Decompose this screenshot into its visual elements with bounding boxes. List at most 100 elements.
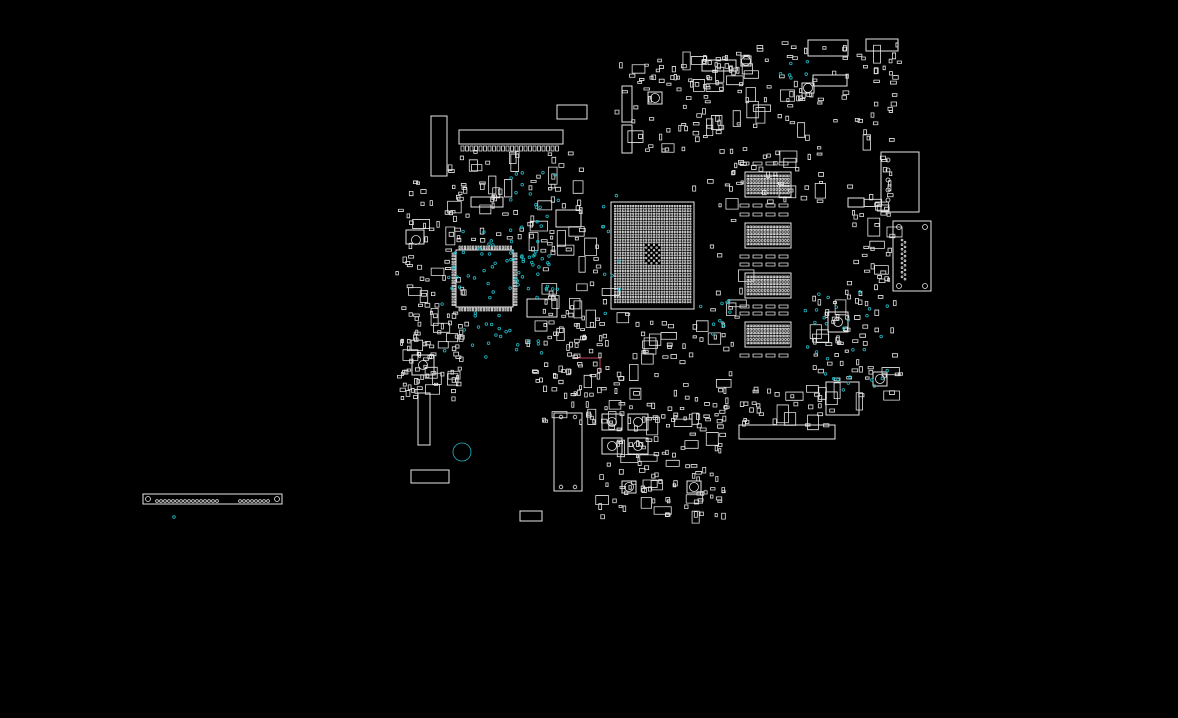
via [527, 340, 530, 343]
secondary-ic[interactable] [452, 246, 517, 311]
round-pad [690, 483, 699, 492]
smd-part [817, 147, 820, 149]
bga-ball [677, 263, 678, 264]
smd-part [571, 393, 576, 395]
bga-ball [625, 229, 626, 230]
smd-part [454, 352, 459, 356]
smd-part [623, 506, 626, 511]
right-connector-lower[interactable] [893, 221, 931, 291]
via [512, 258, 515, 261]
smd-part [464, 188, 467, 194]
smd-part [425, 385, 439, 394]
bottom-connector[interactable] [554, 413, 582, 491]
mem-ball [782, 279, 784, 281]
via [515, 173, 518, 176]
ribbon-pin [192, 500, 195, 503]
bga-ball [622, 211, 623, 212]
memory-chip[interactable] [745, 322, 791, 347]
smd-components[interactable] [396, 39, 903, 523]
round-pad [651, 94, 660, 103]
bga-ball [638, 244, 639, 245]
bga-ball [672, 216, 673, 217]
bga-ball [648, 239, 649, 240]
bga-ball [646, 224, 647, 225]
smd-part [446, 227, 455, 245]
main-soc-bga[interactable] [611, 202, 694, 309]
top-connector[interactable] [459, 130, 563, 151]
memory-chip[interactable] [745, 273, 791, 298]
mem-ball [788, 233, 790, 235]
mem-ball [785, 332, 787, 334]
mem-ball [770, 335, 772, 337]
bga-ball [640, 218, 641, 219]
smd-part [843, 327, 847, 331]
bga-ball [677, 224, 678, 225]
smd-part [890, 172, 892, 176]
via [556, 288, 559, 291]
smd-part [568, 152, 573, 155]
via [881, 377, 884, 380]
smd-part [720, 149, 724, 153]
mem-ball [785, 286, 787, 288]
bga-ball [687, 252, 688, 253]
qfp-pin [502, 246, 503, 249]
bga-ball [635, 257, 636, 258]
smd-part [651, 321, 653, 324]
smd-part [424, 223, 426, 228]
bga-ball [627, 247, 628, 248]
smd-part [609, 425, 615, 429]
smd-part [784, 413, 795, 426]
mem-ball [750, 335, 752, 337]
bga-ball [630, 294, 631, 295]
smd-part [874, 68, 877, 73]
left-vertical-connector[interactable] [431, 116, 447, 176]
bga-ball [690, 255, 691, 256]
bga-ball [679, 231, 680, 232]
bga-ball [687, 234, 688, 235]
bga-ball [653, 216, 654, 217]
bga-ball [677, 257, 678, 258]
mem-cap [753, 263, 762, 266]
smd-part [602, 288, 619, 295]
bga-ball [635, 276, 636, 277]
bga-ball [664, 237, 665, 238]
bga-ball [643, 229, 644, 230]
smd-part [606, 366, 609, 369]
qfp-pin [464, 246, 465, 249]
smd-part [597, 344, 602, 346]
mem-ball [759, 233, 761, 235]
ribbon-connector[interactable] [143, 494, 282, 504]
mem-ball [762, 325, 764, 327]
right-connector-upper[interactable] [881, 152, 919, 212]
mem-ball [779, 332, 781, 334]
smd-part [852, 211, 854, 216]
bga-ball [653, 289, 654, 290]
bga-ball [685, 221, 686, 222]
mem-ball [756, 182, 758, 184]
mem-ball [776, 335, 778, 337]
bga-ball [648, 276, 649, 277]
bga-ball [635, 283, 636, 284]
bga-ball [659, 244, 660, 245]
memory-chip[interactable] [745, 223, 791, 248]
mem-cap [753, 204, 762, 207]
smd-part [685, 505, 688, 509]
smd-part [569, 298, 580, 308]
bga-ball [661, 242, 662, 243]
bga-ball [651, 205, 652, 206]
smd-part [415, 368, 419, 371]
via [516, 280, 519, 283]
bga-ball [679, 302, 680, 303]
mem-ball [764, 182, 766, 184]
connector-pin [904, 246, 906, 248]
bga-ball [682, 296, 683, 297]
mem-ball [753, 233, 755, 235]
smd-part [574, 354, 580, 357]
bga-ball [653, 299, 654, 300]
smd-part [666, 424, 669, 427]
bga-ball [617, 263, 618, 264]
bga-ball [690, 213, 691, 214]
mem-ball [785, 276, 787, 278]
smd-part [418, 304, 422, 306]
